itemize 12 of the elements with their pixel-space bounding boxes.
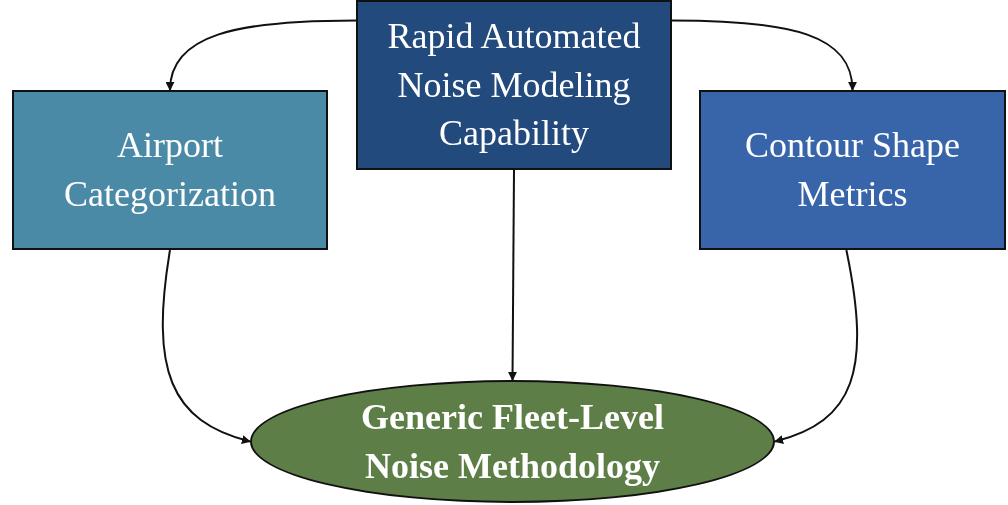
arrow xyxy=(508,169,517,381)
arrow xyxy=(671,19,857,91)
process-box xyxy=(12,90,328,250)
arrow xyxy=(166,19,357,91)
node-label: Airport Categorization xyxy=(63,124,277,216)
node-label: Rapid Automated Noise Modeling Capability xyxy=(386,15,642,156)
process-box xyxy=(356,0,672,170)
process-box xyxy=(699,90,1006,250)
arrow xyxy=(161,249,251,444)
node-label: Contour Shape Metrics xyxy=(744,124,961,216)
arrow xyxy=(774,249,858,444)
node-label: Generic Fleet-Level Noise Methodology xyxy=(360,395,665,488)
